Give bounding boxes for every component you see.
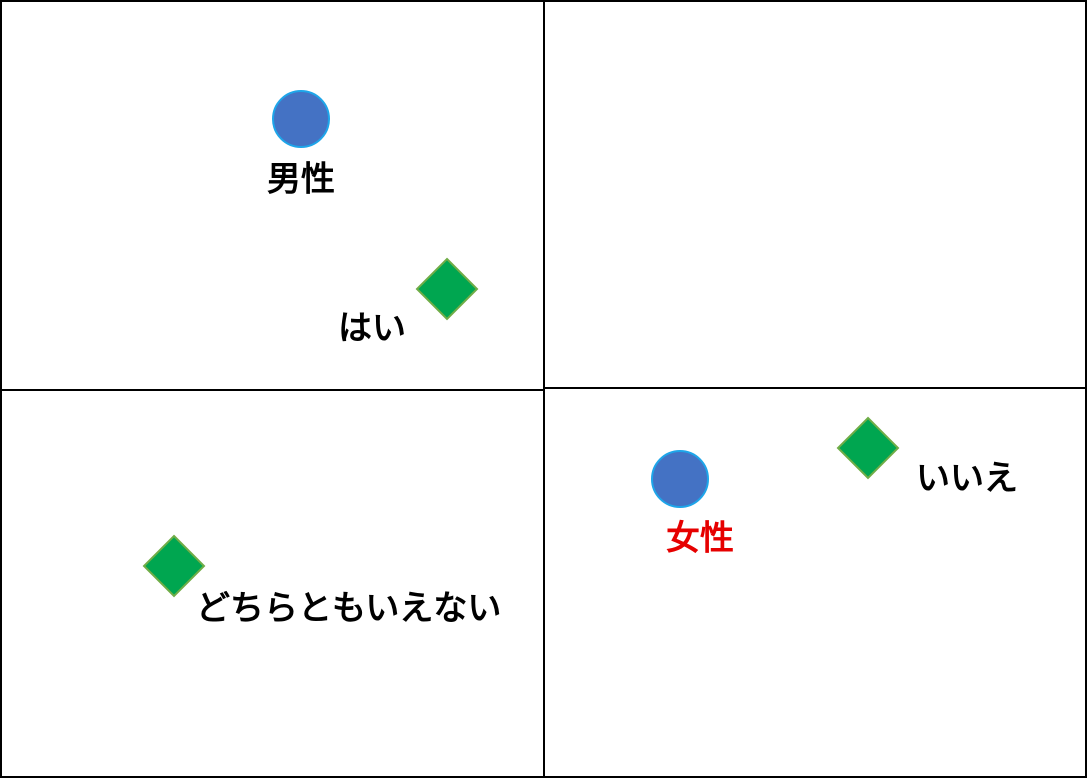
neutral-marker: どちらともいえない (142, 534, 501, 629)
male-circle (272, 90, 330, 148)
male-label: 男性 (267, 160, 335, 200)
no-marker: いいえ (836, 416, 1018, 499)
female-marker: 女性 (651, 450, 734, 559)
yes-diamond (415, 257, 479, 321)
neutral-label: どちらともいえない (196, 589, 501, 629)
yes-marker: はい (338, 257, 479, 349)
female-label: 女性 (666, 519, 734, 559)
female-circle (651, 450, 709, 508)
yes-label: はい (338, 309, 406, 349)
male-marker: 男性 (267, 90, 335, 200)
no-diamond (836, 416, 900, 480)
neutral-diamond (142, 534, 206, 598)
no-label: いいえ (916, 459, 1018, 499)
